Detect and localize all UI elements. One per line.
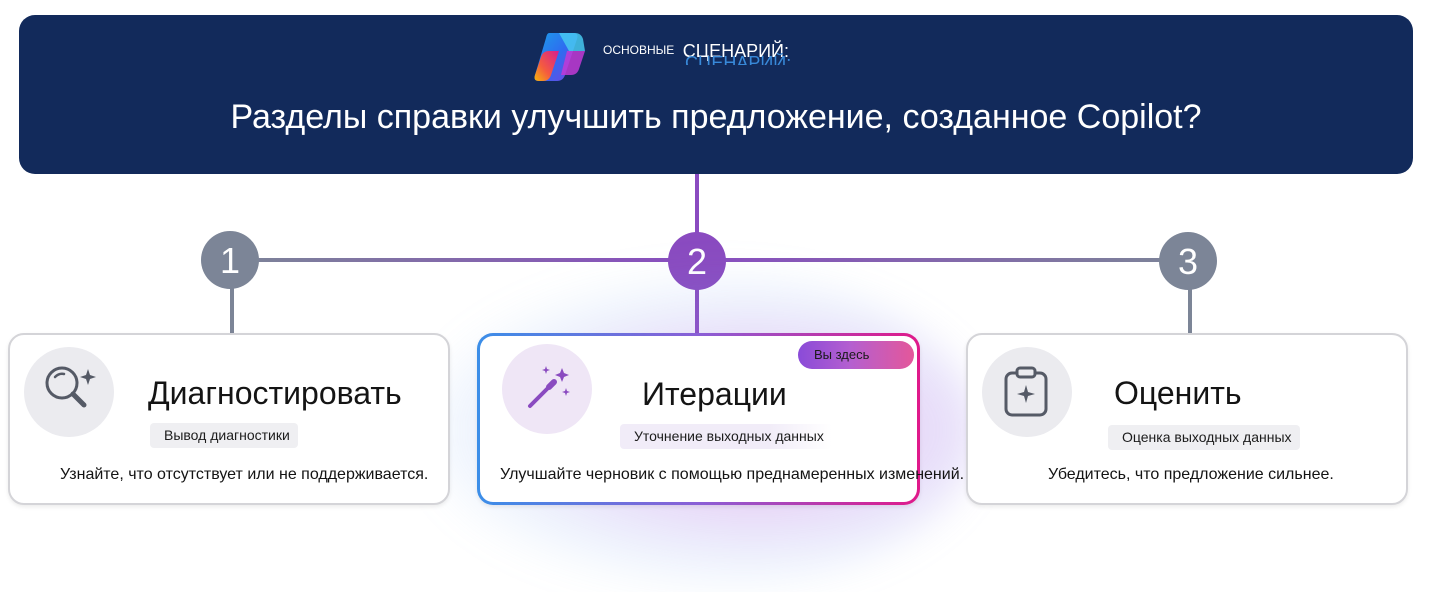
card-description: Узнайте, что отсутствует или не поддержи… bbox=[60, 466, 429, 483]
step-1-circle bbox=[201, 231, 259, 289]
page-title: Разделы справки улучшить предложение, со… bbox=[230, 98, 1202, 136]
step-card-diagnose[interactable]: Диагностировать Вывод диагностики Узнайт… bbox=[8, 333, 450, 505]
you-are-here-badge: Вы здесь bbox=[798, 341, 914, 369]
magic-wand-icon bbox=[528, 366, 570, 408]
card-description: Улучшайте черновик с помощью преднамерен… bbox=[500, 466, 965, 483]
card-tag: Вывод диагностики bbox=[150, 423, 298, 448]
scenario-eyebrow: ОСНОВНЫЕ СЦЕНАРИЙ: bbox=[603, 41, 789, 62]
step-3-circle bbox=[1159, 232, 1217, 290]
step-card-evaluate[interactable]: Оценить Оценка выходных данных Убедитесь… bbox=[966, 333, 1408, 505]
eyebrow-big-text: СЦЕНАРИЙ: bbox=[682, 41, 789, 61]
step-2-circle bbox=[668, 232, 726, 290]
card-description: Убедитесь, что предложение сильнее. bbox=[1048, 466, 1334, 483]
icon-circle bbox=[982, 347, 1072, 437]
eyebrow-small-text: ОСНОВНЫЕ bbox=[603, 43, 675, 57]
icon-circle bbox=[502, 344, 592, 434]
step-2-number: 2 bbox=[687, 241, 707, 282]
step-card-iterate[interactable]: Вы здесь Итерации Уточнение выходных дан… bbox=[477, 333, 964, 505]
icon-circle bbox=[24, 347, 114, 437]
clipboard-sparkle-icon bbox=[1004, 366, 1048, 417]
step-3-number: 3 bbox=[1178, 241, 1198, 282]
step-1-number: 1 bbox=[220, 240, 240, 281]
header-banner: ОСНОВНЫЕ СЦЕНАРИЙ: СЦЕНАРИЙ: Разделы спр… bbox=[19, 15, 1413, 174]
card-tag: Уточнение выходных данных bbox=[620, 424, 832, 449]
card-title: Итерации bbox=[642, 376, 787, 412]
card-tag: Оценка выходных данных bbox=[1108, 425, 1300, 450]
magnifier-sparkle-icon bbox=[45, 366, 96, 408]
card-title: Диагностировать bbox=[148, 375, 402, 411]
copilot-logo-icon bbox=[534, 33, 585, 81]
eyebrow-shadow-text: СЦЕНАРИЙ: bbox=[685, 53, 792, 65]
card-title: Оценить bbox=[1114, 375, 1242, 411]
